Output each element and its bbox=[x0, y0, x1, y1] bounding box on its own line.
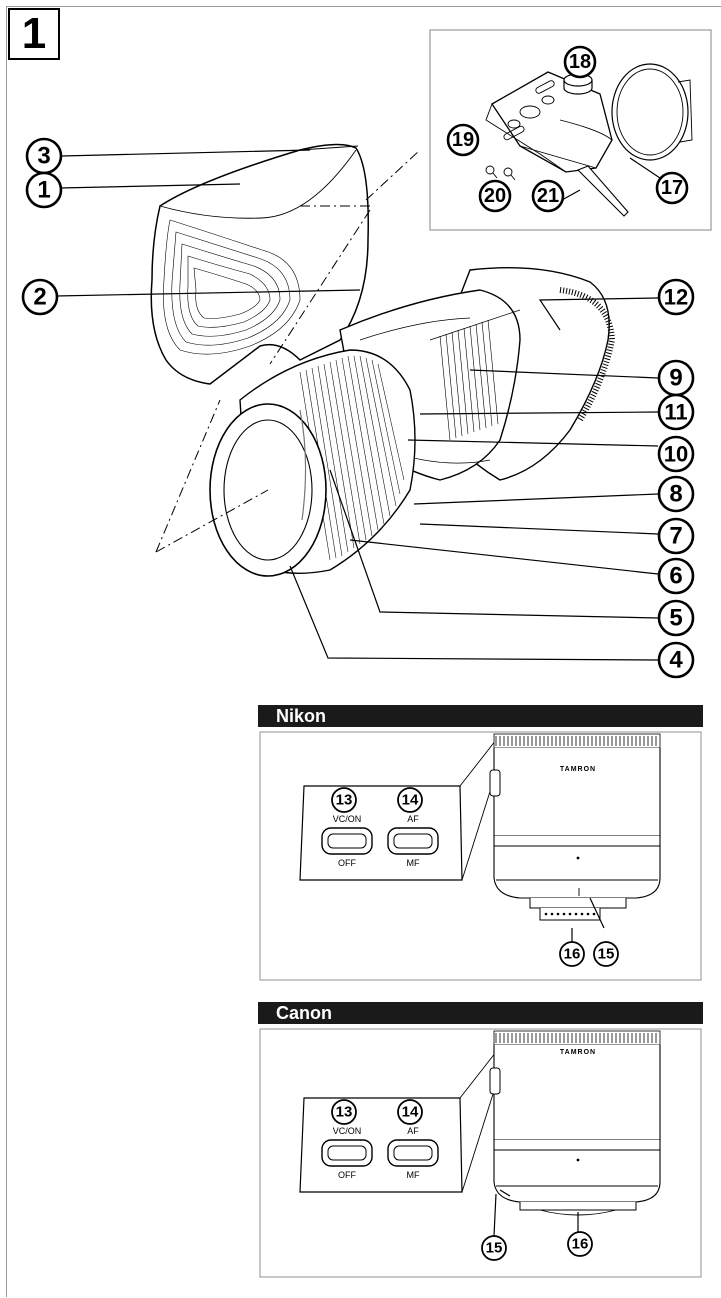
callout-11: 11 bbox=[657, 393, 695, 431]
callout-8: 8 bbox=[657, 475, 695, 513]
nikon-callout-14: 14 bbox=[402, 792, 419, 809]
canon-off-label: OFF bbox=[338, 1170, 356, 1180]
callout-10: 10 bbox=[657, 435, 695, 473]
inset-callout-21: 21 bbox=[531, 179, 565, 213]
nikon-callout-16: 16 bbox=[564, 946, 581, 963]
svg-text:5: 5 bbox=[669, 605, 682, 632]
canon-callout-15: 15 bbox=[486, 1240, 503, 1257]
svg-text:18: 18 bbox=[569, 51, 591, 73]
canon-panel: Canon VC/ON OFF AF MF 13 14 TAMRON bbox=[258, 1002, 703, 1278]
inset-callout-18: 18 bbox=[563, 45, 597, 79]
svg-text:7: 7 bbox=[669, 523, 682, 550]
svg-text:9: 9 bbox=[669, 365, 682, 392]
svg-text:10: 10 bbox=[664, 442, 688, 467]
callout-7: 7 bbox=[657, 517, 695, 555]
canon-af-label: AF bbox=[407, 1126, 419, 1136]
callout-2: 2 bbox=[21, 278, 59, 316]
callout-1: 1 bbox=[25, 171, 63, 209]
canon-callout-16: 16 bbox=[572, 1236, 589, 1253]
canon-brand-text: TAMRON bbox=[560, 1049, 596, 1056]
nikon-title: Nikon bbox=[276, 706, 326, 726]
canon-callout-14: 14 bbox=[402, 1104, 419, 1121]
svg-text:12: 12 bbox=[664, 285, 688, 310]
nikon-af-label: AF bbox=[407, 814, 419, 824]
svg-text:2: 2 bbox=[33, 284, 46, 311]
figure-number: 1 bbox=[21, 9, 47, 58]
svg-text:4: 4 bbox=[669, 647, 683, 674]
callout-6: 6 bbox=[657, 557, 695, 595]
inset-callout-20: 20 bbox=[478, 179, 512, 213]
lens-body bbox=[155, 205, 616, 577]
nikon-callout-15: 15 bbox=[598, 946, 615, 963]
callout-4: 4 bbox=[657, 641, 695, 679]
inset-callout-17: 17 bbox=[655, 171, 689, 205]
canon-title: Canon bbox=[276, 1003, 332, 1023]
svg-text:8: 8 bbox=[669, 481, 682, 508]
svg-text:3: 3 bbox=[37, 143, 50, 170]
figure-number-box: 1 bbox=[8, 8, 60, 60]
nikon-brand-text: TAMRON bbox=[560, 766, 596, 773]
inset-callout-19: 19 bbox=[446, 123, 480, 157]
svg-text:17: 17 bbox=[661, 177, 683, 199]
canon-callout-13: 13 bbox=[336, 1104, 353, 1121]
svg-text:19: 19 bbox=[452, 129, 474, 151]
tripod-mount-inset bbox=[429, 29, 712, 231]
canon-vc-on-label: VC/ON bbox=[333, 1126, 362, 1136]
canon-mf-label: MF bbox=[407, 1170, 420, 1180]
callout-9: 9 bbox=[657, 359, 695, 397]
svg-text:11: 11 bbox=[664, 400, 687, 425]
svg-text:6: 6 bbox=[669, 563, 682, 590]
page-frame bbox=[6, 6, 721, 1297]
nikon-panel: Nikon VC/ON OFF AF MF 13 14 TAMRON bbox=[258, 705, 703, 981]
nikon-mf-label: MF bbox=[407, 858, 420, 868]
nikon-off-label: OFF bbox=[338, 858, 356, 868]
callout-3: 3 bbox=[25, 137, 63, 175]
nikon-callout-13: 13 bbox=[336, 792, 353, 809]
svg-text:20: 20 bbox=[484, 185, 506, 207]
svg-text:1: 1 bbox=[37, 177, 50, 204]
svg-text:21: 21 bbox=[537, 185, 559, 207]
leader-lines-main bbox=[55, 149, 659, 661]
callout-12: 12 bbox=[657, 278, 695, 316]
callout-5: 5 bbox=[657, 599, 695, 637]
lens-hood bbox=[150, 143, 369, 385]
nikon-vc-on-label: VC/ON bbox=[333, 814, 362, 824]
